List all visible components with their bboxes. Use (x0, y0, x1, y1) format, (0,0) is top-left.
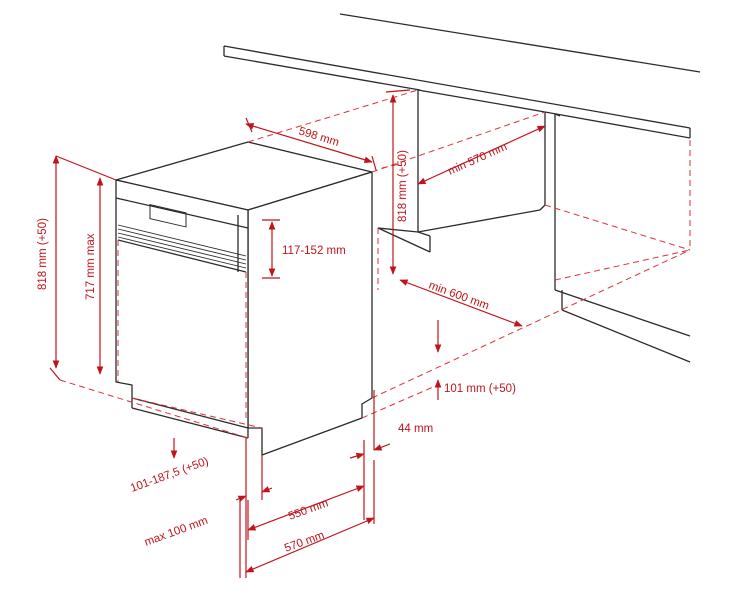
label-550: 550 mm (287, 497, 330, 522)
label-44: 44 mm (398, 423, 433, 435)
label-818-niche: 818 mm (+50) (397, 150, 409, 222)
label-101-187: 101-187,5 (+50) (129, 455, 210, 494)
label-570: 570 mm (283, 529, 326, 554)
dishwasher (115, 141, 373, 456)
right-cabinet (554, 113, 691, 363)
label-818-left: 818 mm (+50) (37, 218, 49, 290)
label-max-100: max 100 mm (143, 515, 210, 549)
label-min-600: min 600 mm (427, 280, 491, 313)
worktop (223, 13, 701, 139)
label-101: 101 mm (+50) (444, 383, 516, 395)
dimension-lines (49, 89, 546, 578)
label-117-152: 117-152 mm (282, 245, 346, 257)
label-min-570: min 570 mm (446, 141, 509, 178)
label-717: 717 mm max (85, 233, 97, 300)
